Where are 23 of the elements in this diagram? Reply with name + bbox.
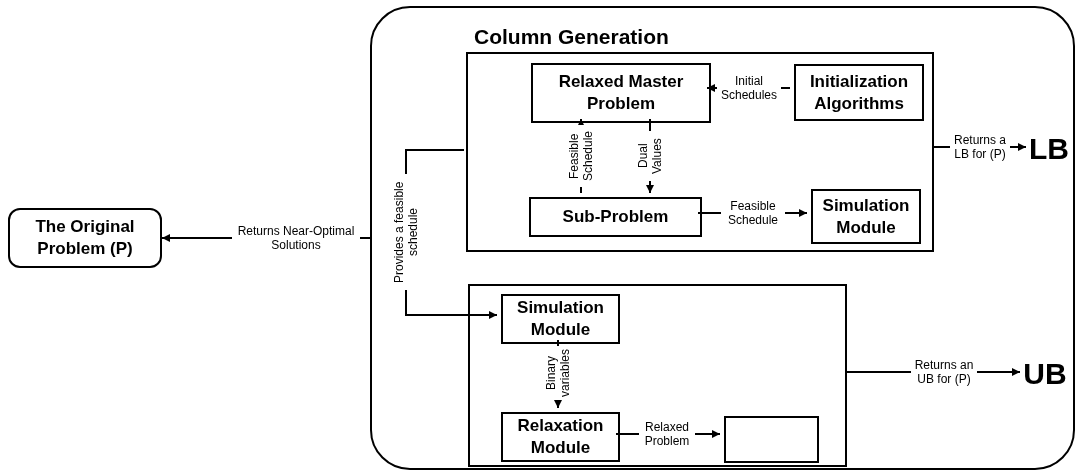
box-node bbox=[724, 416, 819, 463]
edge-label: Returns a LB for (P) bbox=[950, 133, 1010, 161]
process-box: The Original Problem (P) bbox=[8, 208, 162, 268]
edge-label: Provides a feasible schedule bbox=[392, 174, 420, 290]
process-box: Relaxation Module bbox=[501, 412, 620, 462]
group-frame bbox=[468, 284, 847, 467]
group-frame bbox=[370, 6, 1075, 470]
edge-label: Feasible Schedule bbox=[721, 199, 785, 227]
edge-label: Returns an UB for (P) bbox=[911, 358, 977, 386]
edge-label: Dual Values bbox=[636, 131, 664, 181]
edge-label: Returns Near-Optimal Solutions bbox=[232, 224, 360, 252]
edge-label: Binary variables bbox=[544, 346, 572, 400]
process-box: Simulation Module bbox=[501, 294, 620, 344]
group-title: Column Generation bbox=[474, 24, 669, 50]
process-box: Simulation Module bbox=[811, 189, 921, 244]
process-box: Relaxed Master Problem bbox=[531, 63, 711, 123]
edge-label: Initial Schedules bbox=[717, 74, 781, 102]
process-box: Initialization Algorithms bbox=[794, 64, 924, 121]
process-box: Sub-Problem bbox=[529, 197, 702, 237]
bound-label: LB bbox=[1028, 130, 1070, 168]
bound-label: UB bbox=[1022, 355, 1068, 393]
edge-label: Relaxed Problem bbox=[639, 420, 695, 448]
edge-label: Feasible Schedule bbox=[567, 125, 595, 187]
